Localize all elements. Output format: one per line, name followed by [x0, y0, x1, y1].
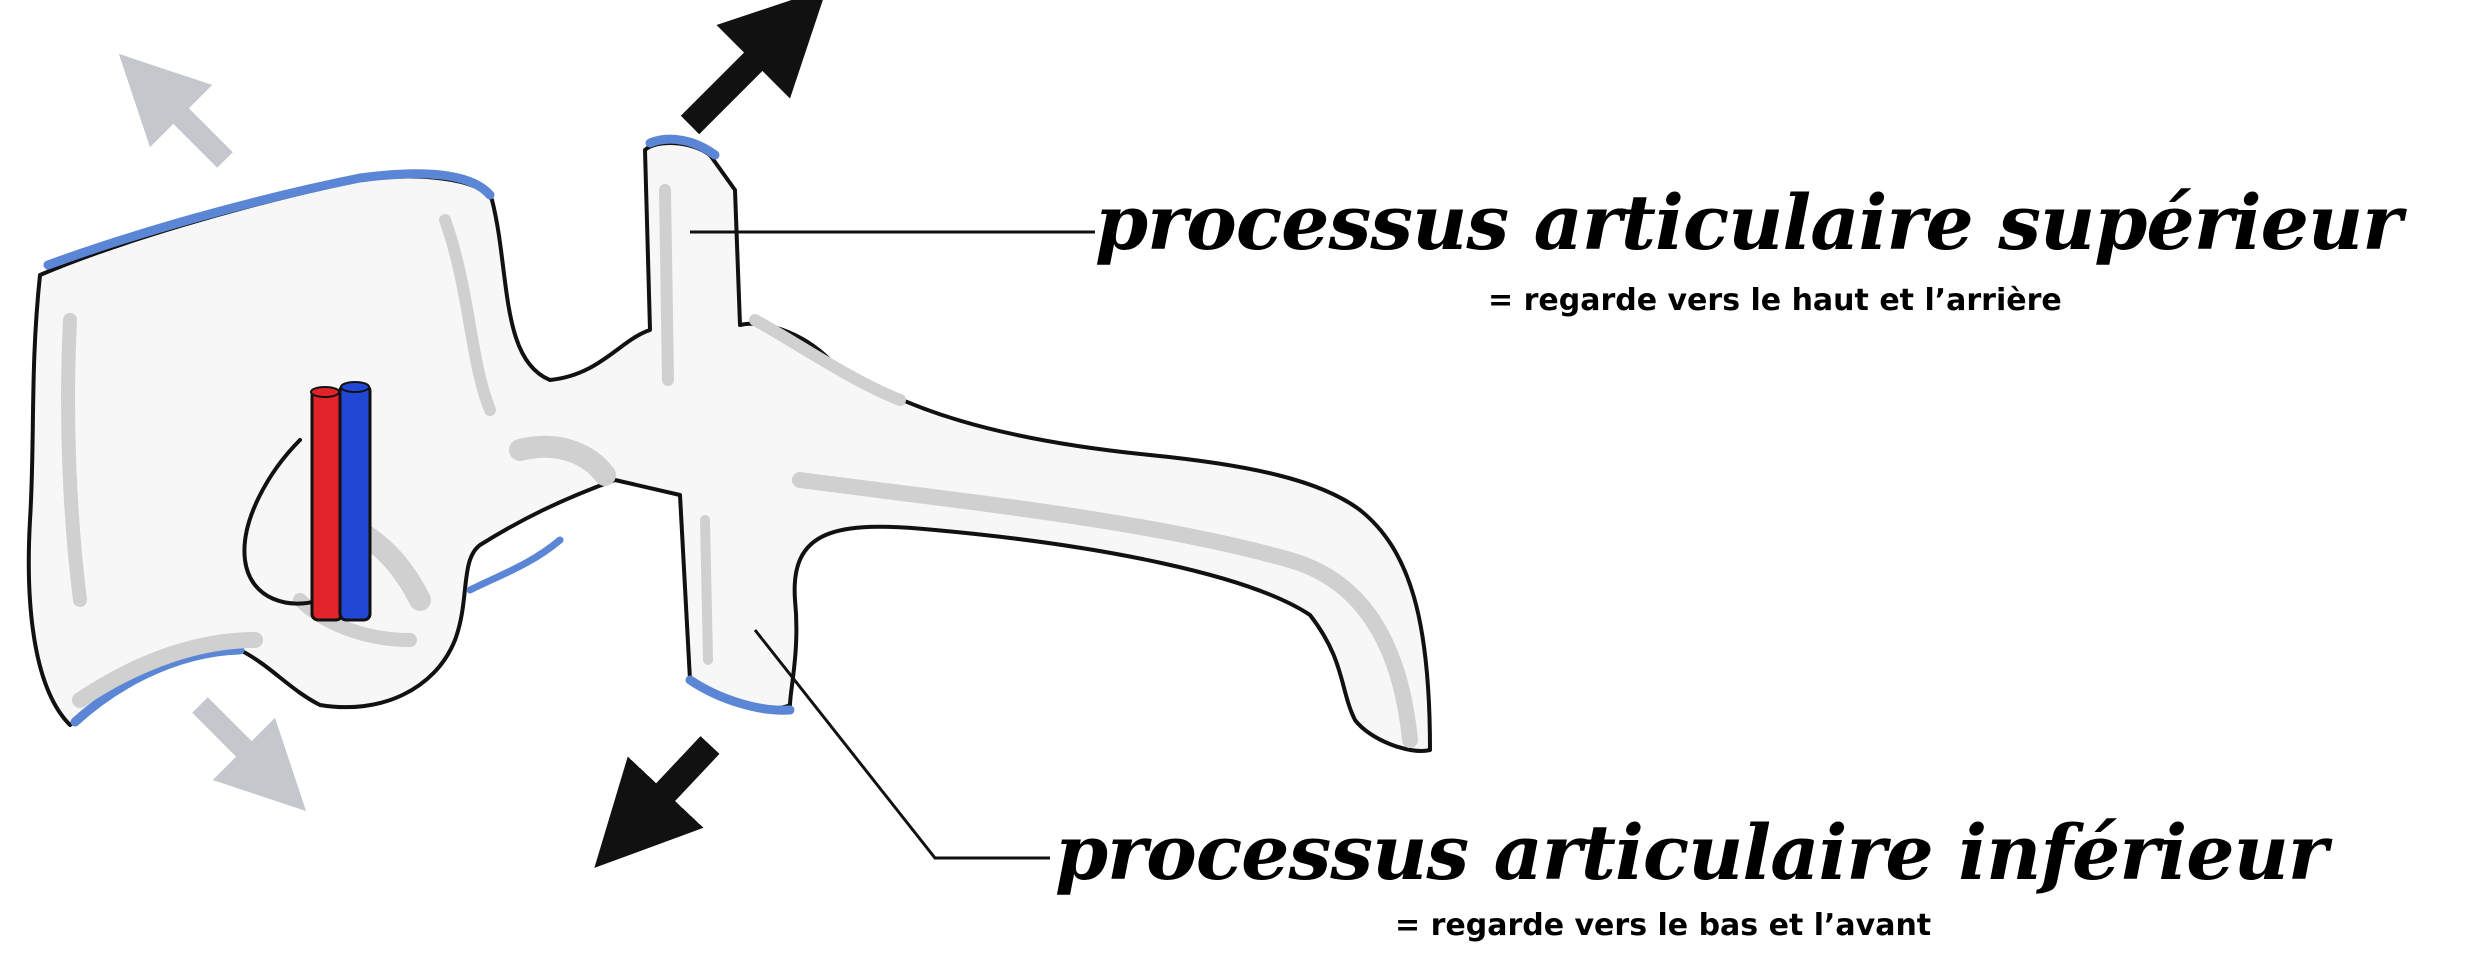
- artery-icon: [312, 390, 342, 620]
- arrow-down-right-gray: [200, 705, 275, 780]
- arrow-up-left-gray: [150, 85, 225, 160]
- subtitle-superior-articular-process: = regarde vers le haut et l’arrière: [1488, 283, 2062, 318]
- vessels-icon: [311, 382, 370, 620]
- arrow-up-right-black: [690, 25, 790, 125]
- vein-icon: [340, 385, 370, 620]
- subtitle-inferior-articular-process: = regarde vers le bas et l’avant: [1395, 908, 1931, 943]
- leader-line-inferior: [755, 630, 1050, 858]
- arrow-down-left-black: [630, 745, 710, 830]
- label-superior-articular-process: processus articulaire supérieur: [1095, 178, 2401, 267]
- articular-surface-pedicle: [470, 540, 560, 590]
- label-inferior-articular-process: processus articulaire inférieur: [1055, 808, 2327, 897]
